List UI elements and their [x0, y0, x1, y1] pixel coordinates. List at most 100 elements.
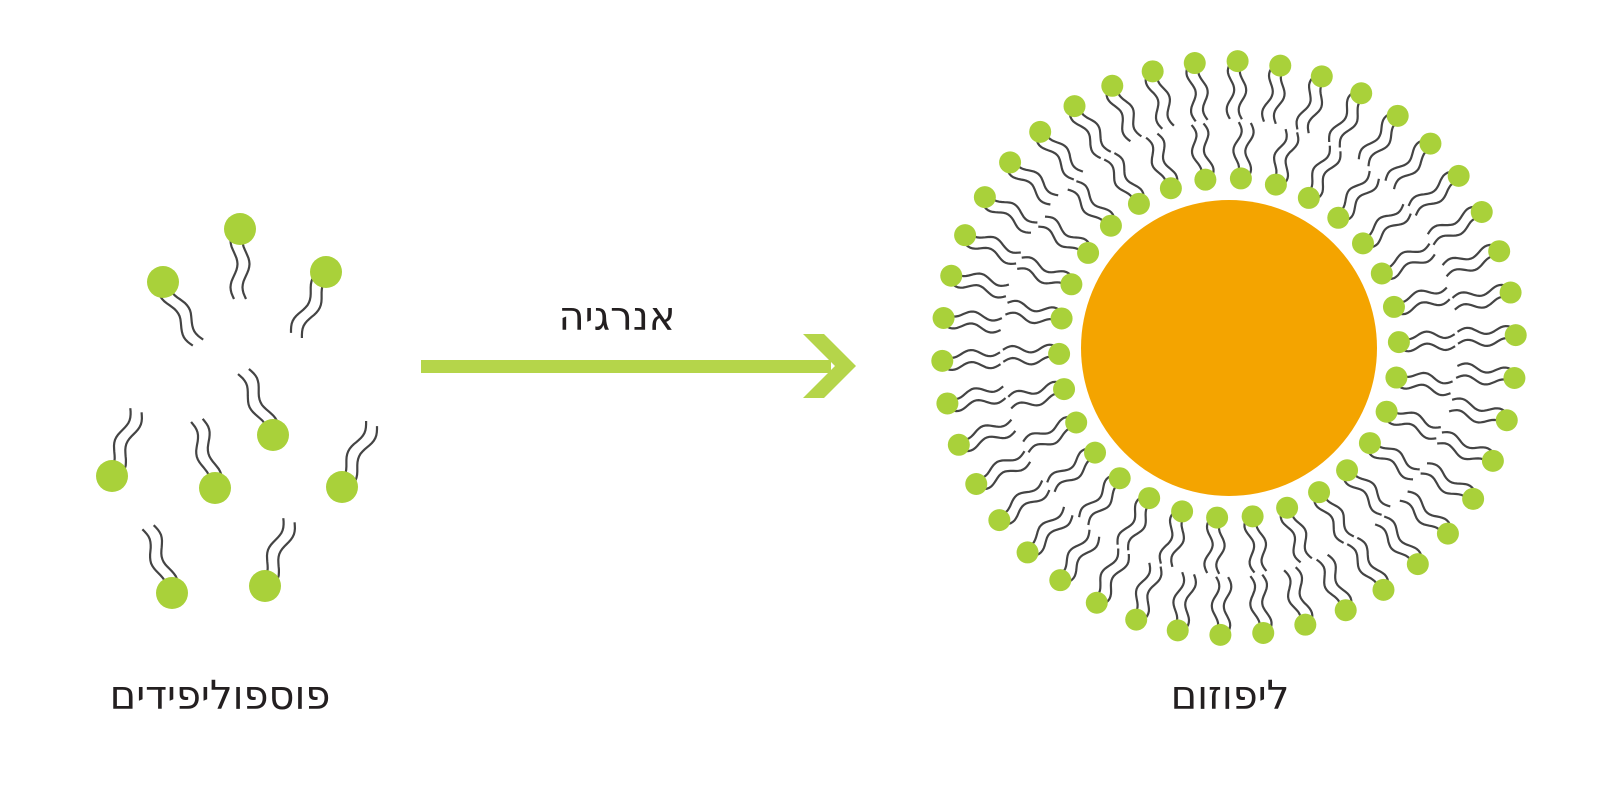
lipid-head	[1183, 52, 1206, 75]
lipid-head	[1499, 281, 1522, 304]
lipid-head	[1294, 613, 1317, 636]
lipid-head	[1503, 367, 1526, 390]
phospholipid	[1260, 54, 1292, 125]
lipid-head	[1065, 411, 1088, 434]
phospholipid	[965, 450, 1032, 495]
phospholipid	[1017, 256, 1083, 296]
lipid-head	[1375, 400, 1398, 423]
phospholipid	[947, 418, 1017, 456]
lipid-tail	[1185, 63, 1197, 123]
liposome-label: ליפוזום	[1170, 673, 1290, 719]
phospholipid	[249, 518, 297, 602]
lipid-head	[1336, 459, 1359, 482]
lipid-head	[1209, 623, 1232, 646]
lipid-head	[1386, 104, 1409, 127]
phospholipid	[1038, 215, 1100, 264]
lipid-head	[1436, 522, 1459, 545]
phospholipid	[1283, 566, 1317, 636]
lipid-tail	[1326, 553, 1353, 608]
lipid-tail	[1044, 215, 1093, 249]
lipid-head	[1385, 366, 1408, 389]
lipid-head	[1016, 541, 1039, 564]
lipid-head	[1159, 177, 1182, 200]
lipid-tail	[1116, 494, 1145, 545]
lipid-tail	[1022, 415, 1074, 443]
lipid-head	[932, 306, 955, 329]
lipid-tail	[1441, 430, 1497, 456]
phospholipid	[1407, 164, 1470, 216]
phospholipid	[1315, 553, 1357, 622]
lipid-tail	[1078, 473, 1116, 518]
lipid-head	[947, 433, 970, 456]
lipid-head	[1125, 608, 1148, 631]
phospholipid	[1203, 506, 1229, 575]
lipid-head	[965, 472, 988, 495]
lipid-tail	[1383, 416, 1437, 440]
lipid-tail	[1141, 566, 1163, 623]
phospholipid	[931, 348, 1002, 372]
phospholipid	[1374, 515, 1429, 576]
lipid-head	[1308, 481, 1331, 504]
lipid-head	[1194, 168, 1217, 191]
lipid-head	[1350, 82, 1373, 105]
phospholipid	[1448, 397, 1518, 432]
lipid-head	[1048, 342, 1071, 365]
phospholipid	[1385, 366, 1453, 397]
lipid-head	[1050, 307, 1073, 330]
phospholipid	[1451, 281, 1522, 311]
energy-label: אנרגיה	[558, 294, 676, 340]
lipid-tail	[1407, 170, 1456, 207]
phospholipid	[1370, 242, 1436, 285]
lipid-head	[1108, 467, 1131, 490]
phospholipid	[1351, 203, 1412, 255]
lipid-head	[1241, 505, 1264, 528]
lipid-tail	[1341, 474, 1382, 516]
phospholipid	[1190, 122, 1217, 191]
phospholipid	[1007, 378, 1076, 410]
lipid-tail	[1456, 362, 1516, 374]
lipid-tail	[1225, 60, 1236, 120]
lipid-tail	[1144, 72, 1164, 130]
phospholipid	[1067, 180, 1122, 237]
phospholipid	[999, 151, 1059, 206]
lipid-head	[1063, 95, 1086, 118]
lipid-head	[1053, 378, 1076, 401]
lipid-head	[1370, 262, 1393, 285]
phospholipid	[224, 213, 256, 300]
lipid-tail	[1158, 509, 1178, 564]
lipid-tail	[1261, 573, 1273, 633]
lipid-head	[257, 419, 289, 451]
lipid-head	[156, 577, 188, 609]
phospholipid	[1308, 481, 1355, 544]
lipid-tail	[948, 280, 1007, 299]
lipid-head	[1101, 74, 1124, 97]
phospholipid	[1158, 500, 1194, 568]
lipid-head	[1229, 167, 1252, 190]
phospholipid	[1229, 121, 1255, 190]
lipid-head	[1206, 506, 1229, 529]
phospholipid	[1336, 459, 1391, 516]
lipid-tail	[1356, 536, 1390, 587]
lipid-tail	[1002, 343, 1060, 354]
phospholipid	[1295, 65, 1333, 134]
lipid-tail	[1312, 495, 1345, 544]
phospholipid	[936, 385, 1007, 415]
lipid-head	[310, 256, 342, 288]
phospholipid	[1420, 462, 1485, 510]
lipid-tail	[942, 322, 1002, 334]
lipid-head	[936, 392, 959, 415]
lipid-head	[249, 570, 281, 602]
lipid-head	[940, 264, 963, 287]
phospholipid	[1399, 490, 1459, 545]
lipid-head	[1488, 240, 1511, 263]
lipid-tail	[1064, 536, 1101, 585]
lipid-head	[96, 460, 128, 492]
phospholipid	[1022, 411, 1088, 454]
lipid-tail	[1113, 152, 1146, 201]
phospholipid	[1005, 299, 1073, 330]
lipid-head	[1495, 409, 1518, 432]
phospholipid	[1276, 496, 1313, 564]
lipid-tail	[1202, 122, 1215, 180]
phospholipid	[1387, 330, 1456, 354]
lipid-tail	[1105, 88, 1132, 143]
